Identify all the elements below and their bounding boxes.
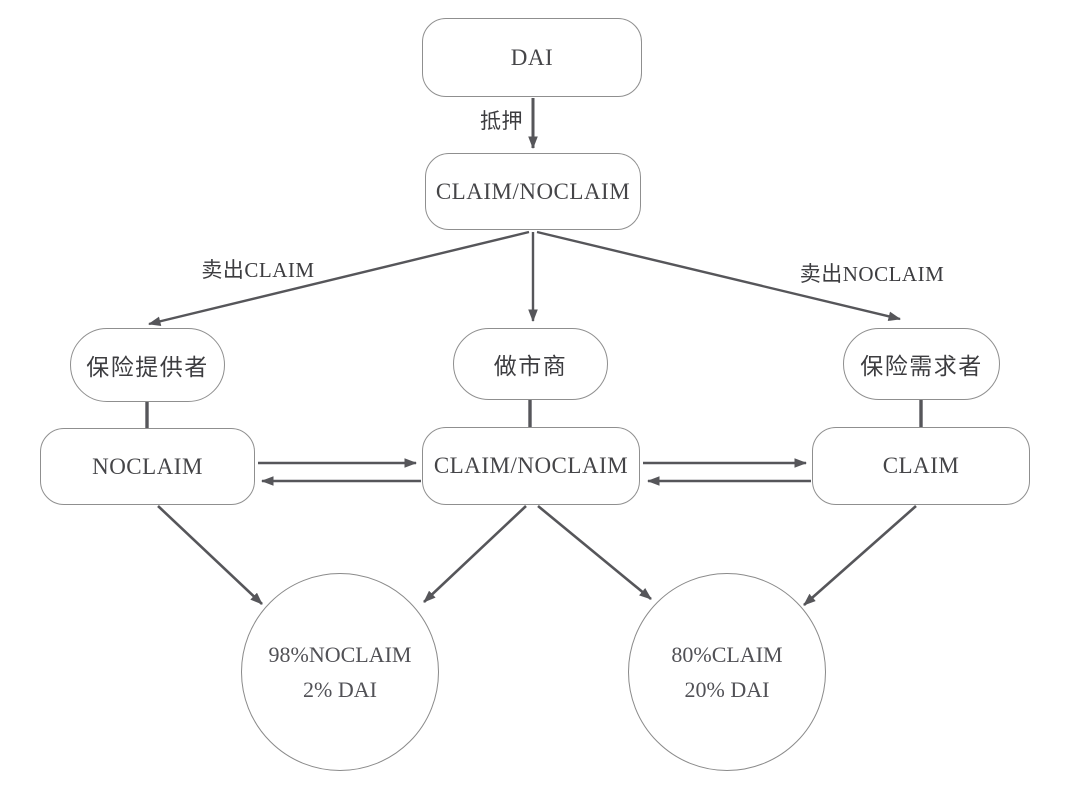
- node-pool-mid-label: CLAIM/NOCLAIM: [433, 453, 629, 478]
- edge-label-sell-noclaim: 卖出NOCLAIM: [799, 262, 945, 286]
- edge-pool-to-provider-arrow: [148, 230, 530, 326]
- node-pool-top: CLAIM/NOCLAIM: [425, 153, 641, 230]
- node-insurance-demander-label: 保险需求者: [860, 354, 983, 379]
- right-circle-line2: 20% DAI: [684, 677, 770, 702]
- right-circle-line1: 80%CLAIM: [671, 641, 783, 667]
- node-dai-label: DAI: [510, 44, 554, 70]
- edge-label-sell-claim: 卖出CLAIM: [201, 258, 315, 282]
- node-right-circle: 80%CLAIM 20% DAI: [628, 573, 826, 771]
- edge-label-collateral: 抵押: [480, 109, 523, 133]
- node-left-circle: 98%NOCLAIM 2% DAI: [241, 573, 439, 771]
- node-pool-mid: CLAIM/NOCLAIM: [422, 427, 640, 505]
- edge-noclaim-to-leftcircle-arrow: [157, 505, 263, 605]
- node-market-maker-label: 做市商: [493, 354, 568, 379]
- left-circle-line2: 2% DAI: [303, 677, 377, 702]
- node-insurance-demander: 保险需求者: [843, 328, 1000, 400]
- node-insurance-provider-label: 保险提供者: [86, 355, 209, 380]
- node-claim-label: CLAIM: [882, 453, 960, 478]
- node-pool-top-label: CLAIM/NOCLAIM: [435, 178, 631, 204]
- node-claim: CLAIM: [812, 427, 1030, 505]
- node-market-maker: 做市商: [453, 328, 608, 400]
- node-noclaim-label: NOCLAIM: [92, 453, 203, 479]
- edge-pool-to-rightcircle-arrow: [537, 504, 652, 601]
- edge-pool-to-demander-arrow: [536, 230, 901, 321]
- edge-claim-to-rightcircle-arrow: [803, 505, 917, 606]
- node-dai: DAI: [422, 18, 642, 97]
- node-noclaim: NOCLAIM: [40, 428, 255, 505]
- edge-pool-to-leftcircle-arrow: [423, 505, 527, 603]
- node-insurance-provider: 保险提供者: [70, 328, 225, 402]
- left-circle-line1: 98%NOCLAIM: [268, 641, 412, 667]
